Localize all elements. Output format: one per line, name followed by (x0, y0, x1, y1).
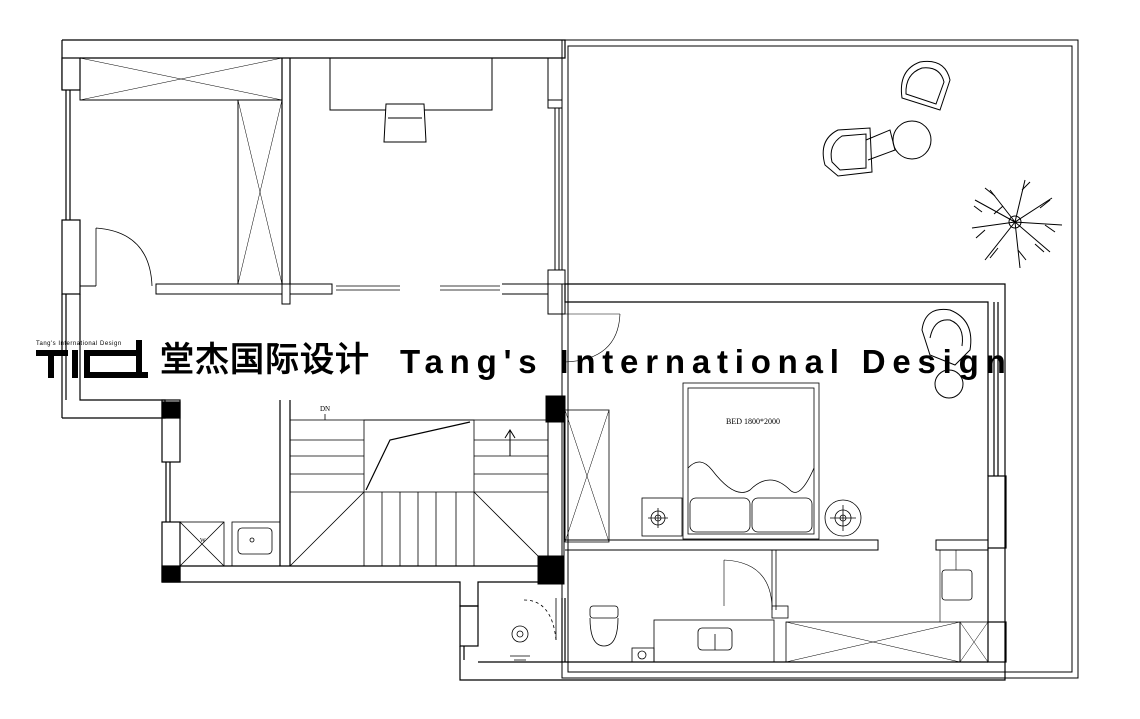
study-room (329, 57, 621, 363)
nightstand-right (824, 499, 862, 537)
terrace-side-table-icon (892, 120, 932, 160)
brand-en-text: Tang's International Design (400, 343, 1013, 380)
armchair-icon (921, 308, 972, 399)
tid-logo-icon (36, 340, 148, 378)
toilet-icon (589, 605, 619, 647)
bed-label: BED 1800*2000 (726, 417, 780, 426)
brand-small-text: Tang's International Design (36, 341, 122, 347)
bed-icon (682, 382, 820, 540)
laundry-area (179, 521, 281, 567)
nightstand-left (641, 497, 683, 537)
wardrobe-room (79, 57, 333, 305)
terrace-chair-icon (900, 60, 951, 111)
terrace-lounge-chair-icon (822, 127, 896, 177)
desk-chair-icon (383, 103, 427, 143)
tree-icon (971, 179, 1063, 269)
brand-cn-text: 堂杰国际设计 (160, 340, 370, 380)
washer-label: W (200, 538, 206, 544)
column (545, 395, 566, 423)
small-bath (510, 598, 557, 661)
stair-dn-label: DN (320, 405, 331, 413)
staircase (279, 400, 549, 567)
master-bedroom (564, 308, 989, 622)
outer-walls (61, 39, 1007, 681)
column (537, 555, 565, 585)
master-bath (561, 550, 989, 663)
terrace (561, 39, 1079, 679)
